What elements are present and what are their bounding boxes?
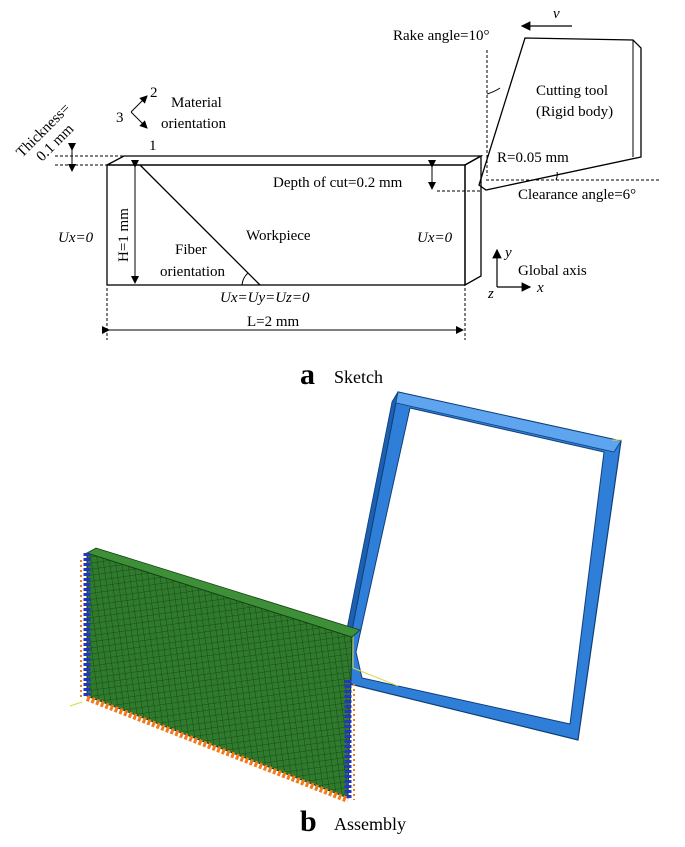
cutting-tool-label-2: (Rigid body) [536,104,613,120]
workpiece-axis-marker [69,701,83,707]
caption-b-text: Assembly [334,814,406,834]
workpiece-label: Workpiece [246,228,311,244]
ux-right-label: Ux=0 [417,230,453,246]
clearance-angle-arc [555,171,558,181]
mesh-workpiece [85,547,361,799]
global-axis-label: Global axis [518,263,587,279]
mesh-workpiece-top [85,547,361,638]
height-label: H=1 mm [116,208,132,262]
fiber-line [139,164,261,286]
global-axis-z-label: z [487,286,494,302]
cutting-tool-label-1: Cutting tool [536,83,608,99]
bc-markers [69,553,355,803]
material-axis-2 [130,95,148,113]
workpiece-top-face [106,155,484,166]
caption-b-letter: b [300,805,317,838]
depth-of-cut-label: Depth of cut=0.2 mm [273,175,403,191]
fiber-angle-arc [241,272,249,286]
bc-bottom-edge [85,695,350,803]
caption-a-text: Sketch [334,367,383,387]
rake-angle-label: Rake angle=10° [393,28,490,44]
material-axis-3-label: 3 [116,110,124,126]
material-axis-2-label: 2 [150,85,158,101]
material-orientation-label-2: orientation [161,116,226,132]
fiber-orientation-label-1: Fiber [175,242,207,258]
material-axis-1 [130,111,148,129]
velocity-label: v [553,6,560,22]
tool-axis-x [352,667,399,687]
tool-frame [335,391,622,741]
material-orientation-label-1: Material [171,95,222,111]
length-label: L=2 mm [247,314,300,330]
rake-angle-arc [486,87,501,95]
radius-label: R=0.05 mm [497,150,569,166]
tool-frame-inner [355,407,605,725]
ux-left-label: Ux=0 [58,230,94,246]
fiber-orientation-label-2: orientation [160,264,225,280]
global-axis-x-label: x [536,280,544,296]
bottom-bc-label: Ux=Uy=Uz=0 [220,290,310,306]
sketch-panel: Thickness= 0.1 mm 2 1 3 Material orienta… [14,6,660,340]
assembly-panel [69,391,622,803]
clearance-angle-label: Clearance angle=6° [518,187,636,203]
material-axis-1-label: 1 [149,138,157,154]
caption-a-letter: a [300,358,315,391]
workpiece-right-face [464,154,482,287]
global-axis-y-label: y [503,245,512,261]
